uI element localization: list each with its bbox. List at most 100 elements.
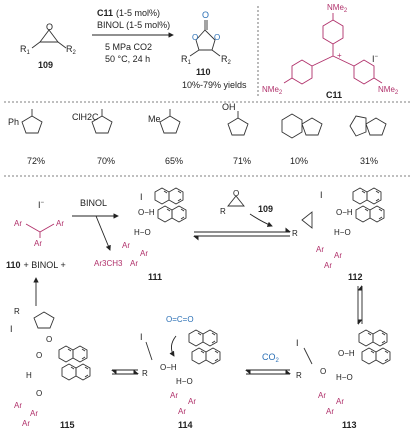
catalyst-c11: NMe2 + NMe2 NMe2 I− C11 bbox=[262, 3, 399, 100]
nme2-left: NMe2 bbox=[262, 85, 283, 96]
scope-yield-3: 65% bbox=[165, 156, 183, 166]
epoxide-109: O R1 R2 109 bbox=[20, 22, 77, 70]
i115-ar2: Ar bbox=[30, 409, 38, 418]
nme2-top: NMe2 bbox=[327, 3, 348, 14]
scope-yield-4: 71% bbox=[233, 156, 251, 166]
i115-h: H bbox=[26, 371, 32, 380]
reagent-c11: C11(1-5 mol%) bbox=[97, 8, 160, 18]
yield-range: 10%-79% yields bbox=[182, 80, 247, 90]
carbocation-charge: + bbox=[337, 51, 342, 60]
i113-iodide: I bbox=[296, 338, 299, 348]
mech-epoxide-label: 109 bbox=[258, 204, 273, 214]
mech-epoxide-o: O bbox=[233, 189, 239, 198]
catalyst-label: C11 bbox=[326, 90, 342, 100]
i112-iodide: I bbox=[320, 190, 323, 200]
scope-yield-1: 72% bbox=[27, 156, 45, 166]
nme2-right: NMe2 bbox=[378, 85, 399, 96]
mech-epoxide-r: R bbox=[220, 207, 226, 216]
intermediate-113: I R O O−H H−O Ar Ar Ar 113 bbox=[296, 330, 390, 430]
i113-oh1: O−H bbox=[338, 349, 355, 358]
i112-ar2: Ar bbox=[334, 251, 342, 260]
label-113: 113 bbox=[342, 420, 357, 430]
i114-iodide: I bbox=[140, 332, 143, 342]
i111-oh1: O−H bbox=[138, 208, 155, 217]
i114-ar1: Ar bbox=[170, 391, 178, 400]
i113-ar1: Ar bbox=[318, 391, 326, 400]
i111-ar2: Ar bbox=[140, 249, 148, 258]
i115-ar3: Ar bbox=[22, 419, 30, 428]
condition-temp: 50 °C, 24 h bbox=[105, 54, 150, 64]
i113-o: O bbox=[320, 367, 326, 376]
label-112: 112 bbox=[348, 272, 363, 282]
epoxide-label: 109 bbox=[38, 60, 53, 70]
intermediate-114: O=C=O I R O−H H−O Ar Ar Ar 114 bbox=[140, 315, 220, 430]
i114-r: R bbox=[142, 369, 148, 378]
i114-oh2: H−O bbox=[176, 377, 193, 386]
release-products: 110+ BINOL + bbox=[6, 260, 66, 270]
i112-ar1: Ar bbox=[316, 245, 324, 254]
condition-pressure: 5 MPa CO2 bbox=[105, 42, 152, 52]
reagent-binol: BINOL (1-5 mol%) bbox=[97, 20, 170, 30]
scope-product-6: 31% bbox=[349, 115, 387, 166]
intermediate-115: R I O O H O Ar Ar Ar 115 bbox=[10, 307, 90, 430]
product-110: O O O R1 R2 110 10%-79% yields bbox=[181, 10, 247, 90]
mechanism: I− Ar Ar Ar BINOL I O−H H−O Ar Ar Ar 111… bbox=[6, 188, 390, 430]
label-111: 111 bbox=[148, 272, 162, 282]
scope-product-2: ClH2C 70% bbox=[72, 109, 115, 166]
scope-subst-4: OH bbox=[222, 102, 236, 112]
i113-r: R bbox=[296, 371, 302, 380]
co2-label: CO2 bbox=[262, 352, 280, 364]
reaction-arrow: C11(1-5 mol%) BINOL (1-5 mol%) 5 MPa CO2… bbox=[92, 8, 174, 64]
counterion: I− bbox=[372, 54, 379, 64]
i113-oh2: H−O bbox=[336, 373, 353, 382]
label-114: 114 bbox=[178, 420, 193, 430]
ar3ch3-byproduct: Ar3CH3 bbox=[94, 259, 123, 268]
r2-label: R2 bbox=[66, 44, 77, 56]
ring-o1: O bbox=[192, 33, 198, 42]
i112-oh2: H−O bbox=[334, 228, 351, 237]
scope-yield-5: 10% bbox=[290, 156, 308, 166]
i115-oh2: O bbox=[36, 389, 42, 398]
i111-oh2: H−O bbox=[134, 228, 151, 237]
scope-product-3: Me 65% bbox=[148, 109, 183, 166]
product-r2: R2 bbox=[221, 54, 232, 66]
i115-o: O bbox=[46, 335, 52, 344]
i111-ar1: Ar bbox=[122, 241, 130, 250]
i112-ar3: Ar bbox=[324, 261, 332, 270]
carbonyl-o: O bbox=[202, 10, 209, 20]
i112-r: R bbox=[292, 229, 298, 238]
epoxide-entry: O R 109 bbox=[220, 189, 273, 227]
i113-ar3: Ar bbox=[326, 407, 334, 416]
scope-yield-6: 31% bbox=[360, 156, 378, 166]
i111-ar3: Ar bbox=[130, 259, 138, 268]
i112-oh1: O−H bbox=[336, 208, 353, 217]
top-reaction: O R1 R2 109 C11(1-5 mol%) BINOL (1-5 mol… bbox=[20, 3, 399, 100]
scope-product-4: OH 71% bbox=[222, 102, 251, 166]
product-label: 110 bbox=[196, 67, 211, 77]
scope-subst-3: Me bbox=[148, 114, 161, 124]
binol-reagent: BINOL bbox=[80, 198, 107, 208]
trityl-cation: I− Ar Ar Ar bbox=[14, 200, 64, 248]
epoxide-oxygen: O bbox=[46, 22, 53, 32]
label-115: 115 bbox=[60, 420, 75, 430]
intermediate-112: I O−H H−O R Ar Ar Ar 112 bbox=[292, 188, 384, 282]
scope-subst-1: Ph bbox=[8, 117, 19, 127]
start-ar2: Ar bbox=[56, 219, 64, 228]
scope-yield-2: 70% bbox=[97, 156, 115, 166]
i111-iodide: I bbox=[140, 192, 143, 202]
arrow-release bbox=[95, 215, 111, 251]
i114-co2: O=C=O bbox=[166, 315, 194, 324]
ring-o2: O bbox=[214, 33, 220, 42]
intermediate-111: I O−H H−O Ar Ar Ar 111 bbox=[122, 188, 186, 282]
i114-o: O−H bbox=[160, 363, 177, 372]
scope-product-1: Ph 72% bbox=[8, 109, 45, 166]
i114-ar2: Ar bbox=[188, 397, 196, 406]
i115-iodide: I bbox=[10, 324, 13, 334]
i113-ar2: Ar bbox=[336, 397, 344, 406]
start-ar3: Ar bbox=[34, 239, 42, 248]
scope-product-5: 10% bbox=[281, 113, 323, 166]
start-ar1: Ar bbox=[14, 219, 22, 228]
product-scope: Ph 72% ClH2C 70% Me 65% OH 71% 10% bbox=[8, 102, 387, 166]
